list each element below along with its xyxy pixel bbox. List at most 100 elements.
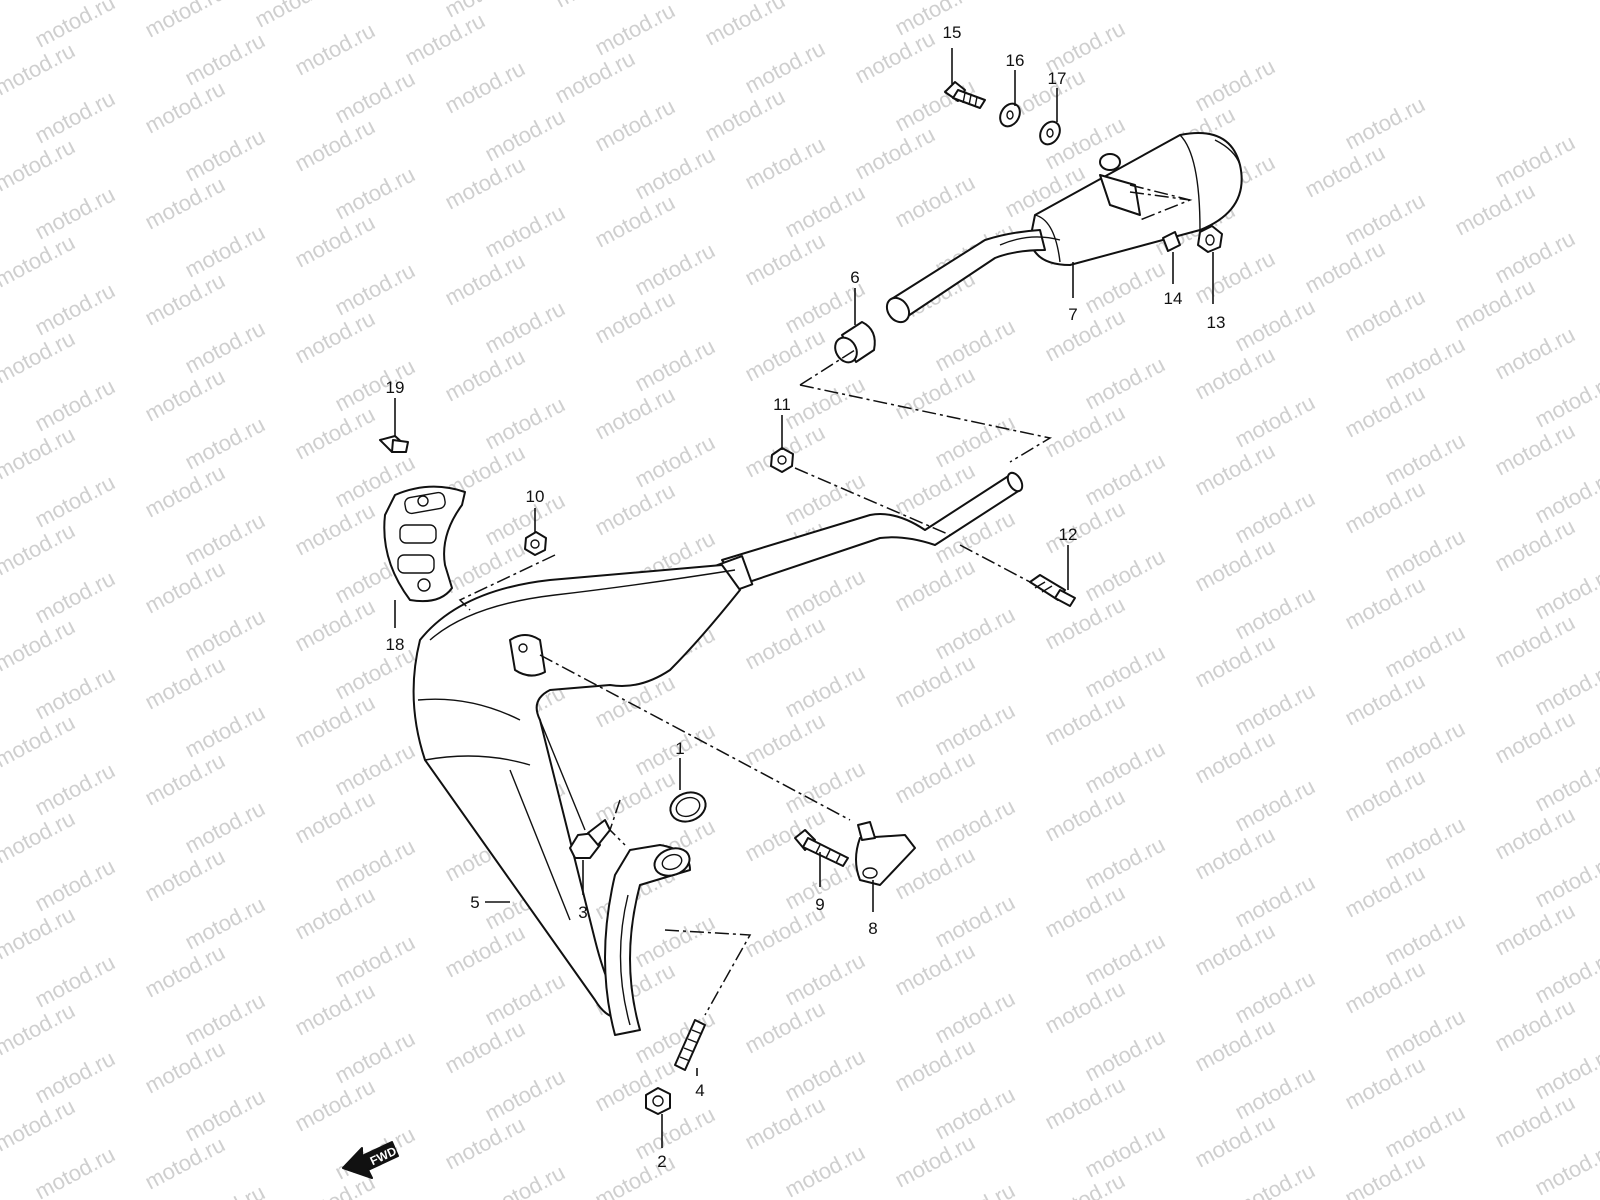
watermark-text: motod.ru: [1191, 1110, 1279, 1173]
watermark-text: motod.ru: [31, 0, 119, 52]
watermark-text: motod.ru: [141, 556, 229, 619]
watermark-text: motod.ru: [481, 1064, 569, 1127]
watermark-text: motod.ru: [1491, 322, 1579, 385]
watermark-text: motod.ru: [1081, 352, 1169, 415]
watermark-text: motod.ru: [1191, 1014, 1279, 1077]
watermark-text: motod.ru: [1191, 726, 1279, 789]
watermark-text: motod.ru: [251, 0, 339, 32]
watermark-text: motod.ru: [1231, 486, 1319, 549]
watermark-text: motod.ru: [31, 950, 119, 1013]
callout-8: 8: [868, 919, 877, 938]
watermark-text: motod.ru: [591, 286, 679, 349]
watermark-text: motod.ru: [781, 1044, 869, 1107]
watermark-text: motod.ru: [291, 1074, 379, 1137]
watermark-text: motod.ru: [631, 910, 719, 973]
watermark-text: motod.ru: [1381, 524, 1469, 587]
watermark-text: motod.ru: [591, 94, 679, 157]
watermark-text: motod.ru: [781, 1140, 869, 1200]
watermark-text: motod.ru: [141, 0, 229, 42]
screw-part-19: [379, 435, 409, 453]
callout-6: 6: [850, 268, 859, 287]
watermark-text: motod.ru: [1041, 592, 1129, 655]
callout-14: 14: [1164, 289, 1183, 308]
watermark-text: motod.ru: [1451, 274, 1539, 337]
watermark-text: motod.ru: [1341, 956, 1429, 1019]
gasket-part-1: [669, 791, 707, 823]
watermark-text: motod.ru: [1341, 476, 1429, 539]
watermark-text: motod.ru: [1491, 994, 1579, 1057]
watermark-text: motod.ru: [591, 382, 679, 445]
watermark-text: motod.ru: [1491, 418, 1579, 481]
watermark-text: motod.ru: [1301, 140, 1389, 203]
watermark-text: motod.ru: [1191, 438, 1279, 501]
watermark-text: motod.ru: [331, 930, 419, 993]
watermark-text: motod.ru: [291, 690, 379, 753]
watermark-text: motod.ru: [181, 700, 269, 763]
watermark-text: motod.ru: [1081, 1120, 1169, 1183]
watermark-text: motod.ru: [181, 508, 269, 571]
watermark-text: motod.ru: [31, 374, 119, 437]
watermark-text: motod.ru: [481, 104, 569, 167]
watermark-text: motod.ru: [741, 228, 829, 291]
watermark-text: motod.ru: [551, 0, 639, 12]
watermark-text: motod.ru: [741, 804, 829, 867]
watermark-text: motod.ru: [1381, 716, 1469, 779]
watermark-text: motod.ru: [741, 708, 829, 771]
watermark-text: motod.ru: [591, 478, 679, 541]
watermark-text: motod.ru: [1041, 1072, 1129, 1135]
expansion-chamber-part-5: [412, 471, 1024, 1019]
watermark-text: motod.ru: [741, 612, 829, 675]
sensor-part-12: [1029, 574, 1076, 607]
nut-part-2: [645, 1087, 671, 1115]
watermark-text: motod.ru: [591, 190, 679, 253]
watermark-text: motod.ru: [1191, 342, 1279, 405]
watermark-text: motod.ru: [181, 988, 269, 1051]
watermark-text: motod.ru: [701, 84, 789, 147]
callout-numbers: 15 16 17 6 7 14 13 11 19 10 12 18 1 3 5 …: [386, 23, 1226, 1171]
watermark-text: motod.ru: [701, 0, 789, 50]
watermark-text: motod.ru: [891, 74, 979, 137]
washer-part-17: [1039, 120, 1061, 146]
callout-18: 18: [386, 635, 405, 654]
watermark-text: motod.ru: [331, 258, 419, 321]
callout-13: 13: [1207, 313, 1226, 332]
watermark-text: motod.ru: [1491, 226, 1579, 289]
watermark-text: motod.ru: [0, 0, 79, 4]
watermark-text: motod.ru: [181, 316, 269, 379]
watermark-text: motod.ru: [1341, 860, 1429, 923]
watermark-text: motod.ru: [1491, 706, 1579, 769]
watermark-text: motod.ru: [181, 412, 269, 475]
watermark-text: motod.ru: [551, 46, 639, 109]
callout-10: 10: [526, 487, 545, 506]
bolt-part-3: [569, 819, 611, 859]
watermark-text: motod.ru: [1191, 246, 1279, 309]
watermark-text: motod.ru: [931, 1082, 1019, 1145]
watermark-text: motod.ru: [331, 1026, 419, 1089]
watermark-text: motod.ru: [141, 1036, 229, 1099]
watermark-text: motod.ru: [291, 18, 379, 81]
spacer-part-14: [1162, 231, 1181, 252]
watermark-text: motod.ru: [1341, 92, 1429, 155]
watermark-text: motod.ru: [1341, 572, 1429, 635]
head-pipe: [604, 844, 691, 1036]
joint-part-6: [834, 321, 876, 364]
watermark-text: motod.ru: [741, 36, 829, 99]
stud-part-4: [674, 1019, 706, 1071]
watermark-text: motod.ru: [1231, 966, 1319, 1029]
watermark-text: motod.ru: [591, 0, 679, 60]
watermark-text: motod.ru: [1341, 764, 1429, 827]
nut-part-11: [770, 447, 794, 473]
watermark-text: motod.ru: [891, 554, 979, 617]
watermark-text: motod.ru: [331, 642, 419, 705]
watermark-text: motod.ru: [1081, 736, 1169, 799]
watermark-text: motod.ru: [1231, 870, 1319, 933]
watermark-text: motod.ru: [1041, 784, 1129, 847]
watermark-text: motod.ru: [1491, 610, 1579, 673]
watermark-text: motod.ru: [1041, 400, 1129, 463]
watermark-text: motod.ru: [1231, 294, 1319, 357]
watermark-text: motod.ru: [1231, 582, 1319, 645]
watermark-text: motod.ru: [781, 372, 869, 435]
callout-2: 2: [657, 1152, 666, 1171]
watermark-text: motod.ru: [1041, 1168, 1129, 1200]
watermark-text: motod.ru: [181, 124, 269, 187]
